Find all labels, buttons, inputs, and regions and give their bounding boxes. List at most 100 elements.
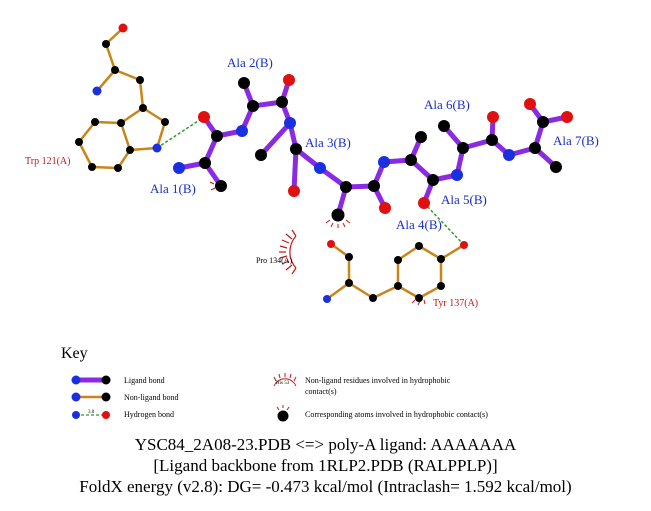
oxygen-atom: [418, 197, 430, 209]
oxygen-atom: [487, 111, 499, 123]
key-nonligand-nitrogen-atom: [71, 392, 81, 402]
nitrogen-atom: [378, 156, 390, 168]
oxygen-atom: [327, 240, 335, 248]
nitrogen-atom: [92, 86, 102, 96]
caption-line-3: FoldX energy (v2.8): DG= -0.473 kcal/mol…: [79, 477, 572, 496]
nitrogen-atom: [323, 295, 331, 303]
carbon-atom: [537, 116, 549, 128]
nitrogen-atom: [152, 143, 162, 153]
residue-label-ala1: Ala 1(B): [150, 181, 196, 196]
carbon-atom: [117, 119, 125, 127]
nitrogen-atom: [503, 149, 515, 161]
carbon-atom: [255, 149, 267, 161]
ala1-hydrophobic-arc: [209, 181, 216, 191]
oxygen-atom: [198, 111, 210, 123]
key-hbond-oxygen-atom: [102, 411, 110, 419]
carbon-atom: [438, 120, 450, 132]
residue-label-ala5: Ala 5(B): [441, 192, 487, 207]
residue-label-trp121: Trp 121(A): [25, 156, 70, 167]
caption-line-2: [Ligand backbone from 1RLP2.PDB (RALPPLP…: [153, 456, 498, 475]
carbon-atom: [457, 142, 469, 154]
residue-label-ala6: Ala 6(B): [424, 97, 470, 112]
caption-line-1: YSC84_2A08-23.PDB <=> poly-A ligand: AAA…: [134, 435, 517, 454]
carbon-atom: [290, 143, 302, 155]
carbon-atom: [88, 163, 96, 171]
carbon-atom: [102, 40, 110, 48]
key-legend: Key Ligand bond Non-ligand bond 3.0 Hydr…: [61, 345, 488, 422]
carbon-atom: [136, 76, 144, 84]
atoms-layer: [75, 23, 573, 303]
nitrogen-atom: [236, 125, 248, 137]
carbon-atom: [111, 66, 119, 74]
carbon-atom: [486, 134, 498, 146]
residue-label-ala7: Ala 7(B): [553, 133, 599, 148]
carbon-atom: [126, 146, 134, 154]
carbon-atom: [75, 138, 83, 146]
carbon-atom: [199, 157, 211, 169]
residue-label-tyr137: Tyr 137(A): [433, 298, 478, 309]
carbon-atom: [437, 282, 445, 290]
residue-label-ala4: Ala 4(B): [396, 217, 442, 232]
carbon-atom: [368, 180, 380, 192]
carbon-atom: [114, 164, 122, 172]
ligand-bonds: [176, 77, 570, 218]
key-title: Key: [61, 345, 88, 362]
key-ligand-carbon-atom: [101, 375, 111, 385]
carbon-atom: [427, 174, 439, 186]
nitrogen-atom: [451, 169, 463, 181]
ala4-hydrophobic-arc: [325, 219, 351, 228]
key-hydrophobic-residue-icon: [273, 373, 297, 387]
carbon-atom: [345, 279, 353, 287]
carbon-atom: [405, 154, 417, 166]
oxygen-atom: [379, 202, 391, 214]
carbon-atom: [437, 255, 445, 263]
carbon-atom: [161, 118, 169, 126]
nitrogen-atom: [284, 117, 296, 129]
key-hbond-label: Hydrogen bond: [124, 410, 174, 419]
trp121-bonds: [77, 27, 167, 170]
carbon-atom: [340, 181, 352, 193]
key-hydrophobic-atom-arc: [276, 405, 290, 411]
carbon-atom: [369, 294, 377, 302]
key-corresponding-atoms-label: Corresponding atoms involved in hydropho…: [305, 410, 488, 419]
key-sample-residue: His 53: [276, 381, 290, 386]
oxygen-atom: [561, 111, 573, 123]
carbon-atom: [211, 130, 223, 142]
key-hydrophobic-residues-label-1: Non-ligand residues involved in hydropho…: [305, 376, 451, 385]
key-ligand-nitrogen-atom: [71, 375, 81, 385]
oxygen-atom: [283, 74, 295, 86]
residue-label-ala2: Ala 2(B): [227, 55, 273, 70]
carbon-atom: [238, 77, 250, 89]
key-nonligand-bond-label: Non-ligand bond: [124, 393, 178, 402]
oxygen-atom: [118, 23, 128, 33]
oxygen-atom: [288, 185, 300, 197]
carbon-atom: [394, 256, 402, 264]
nitrogen-atom: [173, 162, 185, 174]
tyr137-bonds: [326, 242, 465, 301]
key-hbond-distance: 3.0: [88, 410, 95, 415]
key-nonligand-carbon-atom: [101, 392, 111, 402]
key-hydrophobic-residues-label-2: contact(s): [305, 387, 337, 396]
carbon-atom: [529, 142, 541, 154]
carbon-atom: [394, 282, 402, 290]
carbon-atom: [215, 180, 227, 192]
residue-label-pro134: Pro 134(A): [256, 256, 293, 265]
key-hbond-nitrogen-atom: [72, 411, 80, 419]
carbon-atom: [550, 161, 562, 173]
hydrogen-bonds: [156, 116, 465, 246]
carbon-atom: [415, 131, 427, 143]
pro134-hydrophobic-arc: [279, 229, 297, 275]
key-ligand-bond-label: Ligand bond: [124, 376, 165, 385]
carbon-atom: [331, 208, 345, 222]
carbon-atom: [276, 96, 288, 108]
carbon-atom: [139, 104, 147, 112]
residue-label-ala3: Ala 3(B): [305, 135, 351, 150]
nitrogen-atom: [314, 162, 326, 174]
oxygen-atom: [524, 98, 536, 110]
carbon-atom: [415, 294, 423, 302]
key-hydrophobic-atom: [277, 410, 289, 422]
carbon-atom: [247, 100, 259, 112]
oxygen-atom: [460, 241, 468, 249]
carbon-atom: [415, 242, 423, 250]
